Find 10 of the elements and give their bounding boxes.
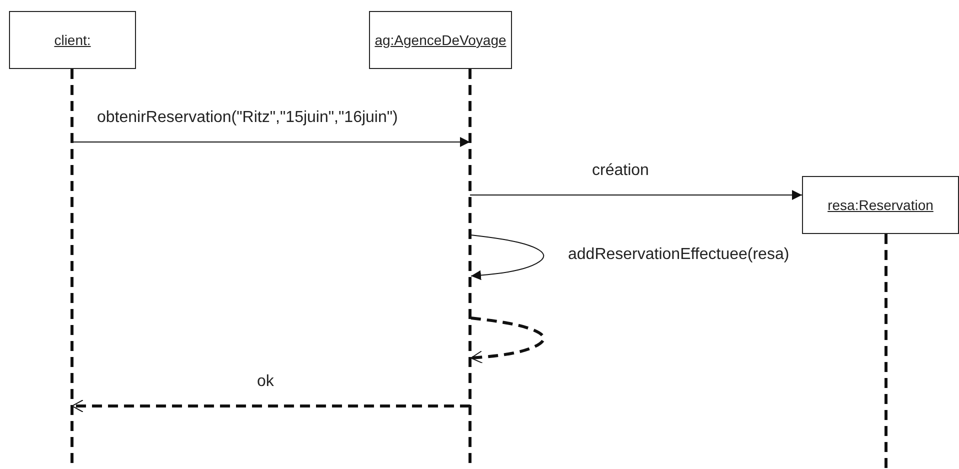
message-arrow bbox=[470, 316, 546, 364]
message-arrow bbox=[72, 400, 470, 412]
message-arrow bbox=[470, 190, 802, 200]
message-arrow bbox=[72, 137, 470, 147]
object-name: resa:Reservation bbox=[828, 197, 934, 213]
message-label: addReservationEffectuee(resa) bbox=[566, 246, 792, 264]
object-name: client: bbox=[54, 32, 91, 48]
message-arrow bbox=[470, 234, 544, 280]
message-label: obtenirReservation("Ritz","15juin","16juin") bbox=[95, 109, 400, 127]
object-name: ag:AgenceDeVoyage bbox=[374, 32, 506, 48]
